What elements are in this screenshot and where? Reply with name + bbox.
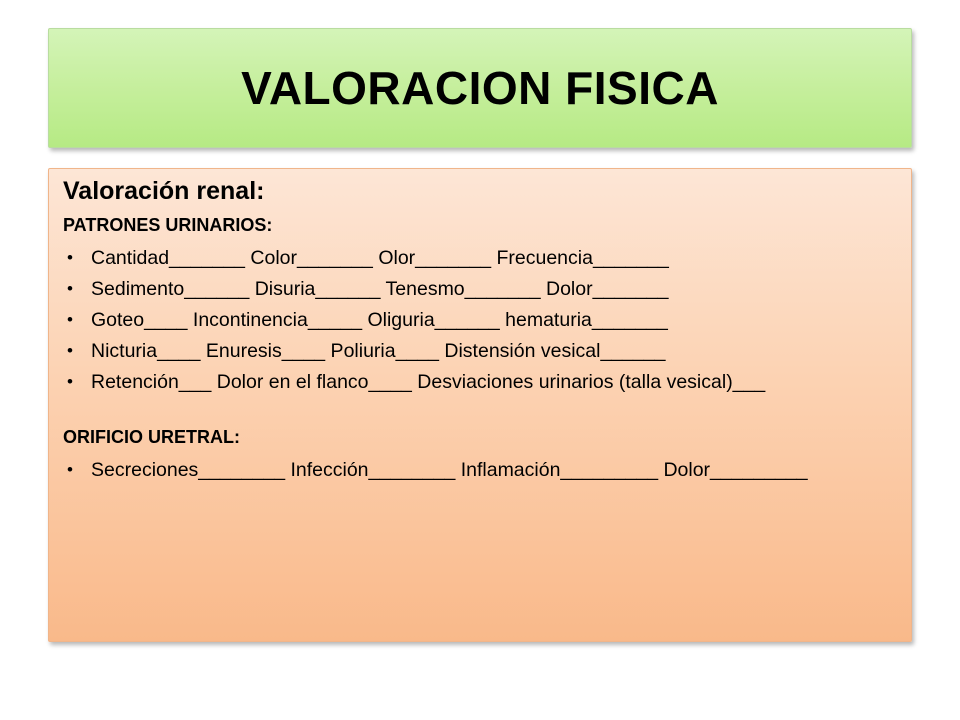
list-item-text: Retención___ Dolor en el flanco____ Desv…: [91, 371, 766, 393]
list-item-text: Cantidad_______ Color_______ Olor_______…: [91, 247, 669, 269]
bullet-icon: •: [67, 372, 73, 391]
bullet-icon: •: [67, 248, 73, 267]
list-item-text: Sedimento______ Disuria______ Tenesmo___…: [91, 278, 669, 300]
orificio-uretral-label: ORIFICIO URETRAL:: [63, 427, 240, 447]
list-item: • Retención___ Dolor en el flanco____ Des…: [63, 371, 897, 393]
bullet-icon: •: [67, 279, 73, 298]
content-box: Valoración renal: PATRONES URINARIOS: • C…: [48, 168, 912, 642]
list-item: • Goteo____ Incontinencia_____ Oliguria__…: [63, 309, 897, 331]
list-item-text: Goteo____ Incontinencia_____ Oliguria___…: [91, 309, 668, 331]
title-box: VALORACION FISICA: [48, 28, 912, 148]
list-item-text: Nicturia____ Enuresis____ Poliuria____ D…: [91, 340, 666, 362]
list-item: • Secreciones________ Infección________ I…: [63, 459, 897, 481]
list-item-text: Secreciones________ Infección________ In…: [91, 459, 808, 481]
list-item: • Nicturia____ Enuresis____ Poliuria____ …: [63, 340, 897, 362]
list-item: • Cantidad_______ Color_______ Olor______…: [63, 247, 897, 269]
orificio-uretral-list: • Secreciones________ Infección________ I…: [63, 459, 897, 481]
bullet-icon: •: [67, 460, 73, 479]
list-item: • Sedimento______ Disuria______ Tenesmo__…: [63, 278, 897, 300]
bullet-icon: •: [67, 341, 73, 360]
slide-title: VALORACION FISICA: [241, 62, 719, 114]
section-heading: Valoración renal:: [63, 177, 265, 205]
bullet-icon: •: [67, 310, 73, 329]
patrones-urinarios-label: PATRONES URINARIOS:: [63, 215, 273, 235]
patrones-urinarios-list: • Cantidad_______ Color_______ Olor______…: [63, 247, 897, 393]
